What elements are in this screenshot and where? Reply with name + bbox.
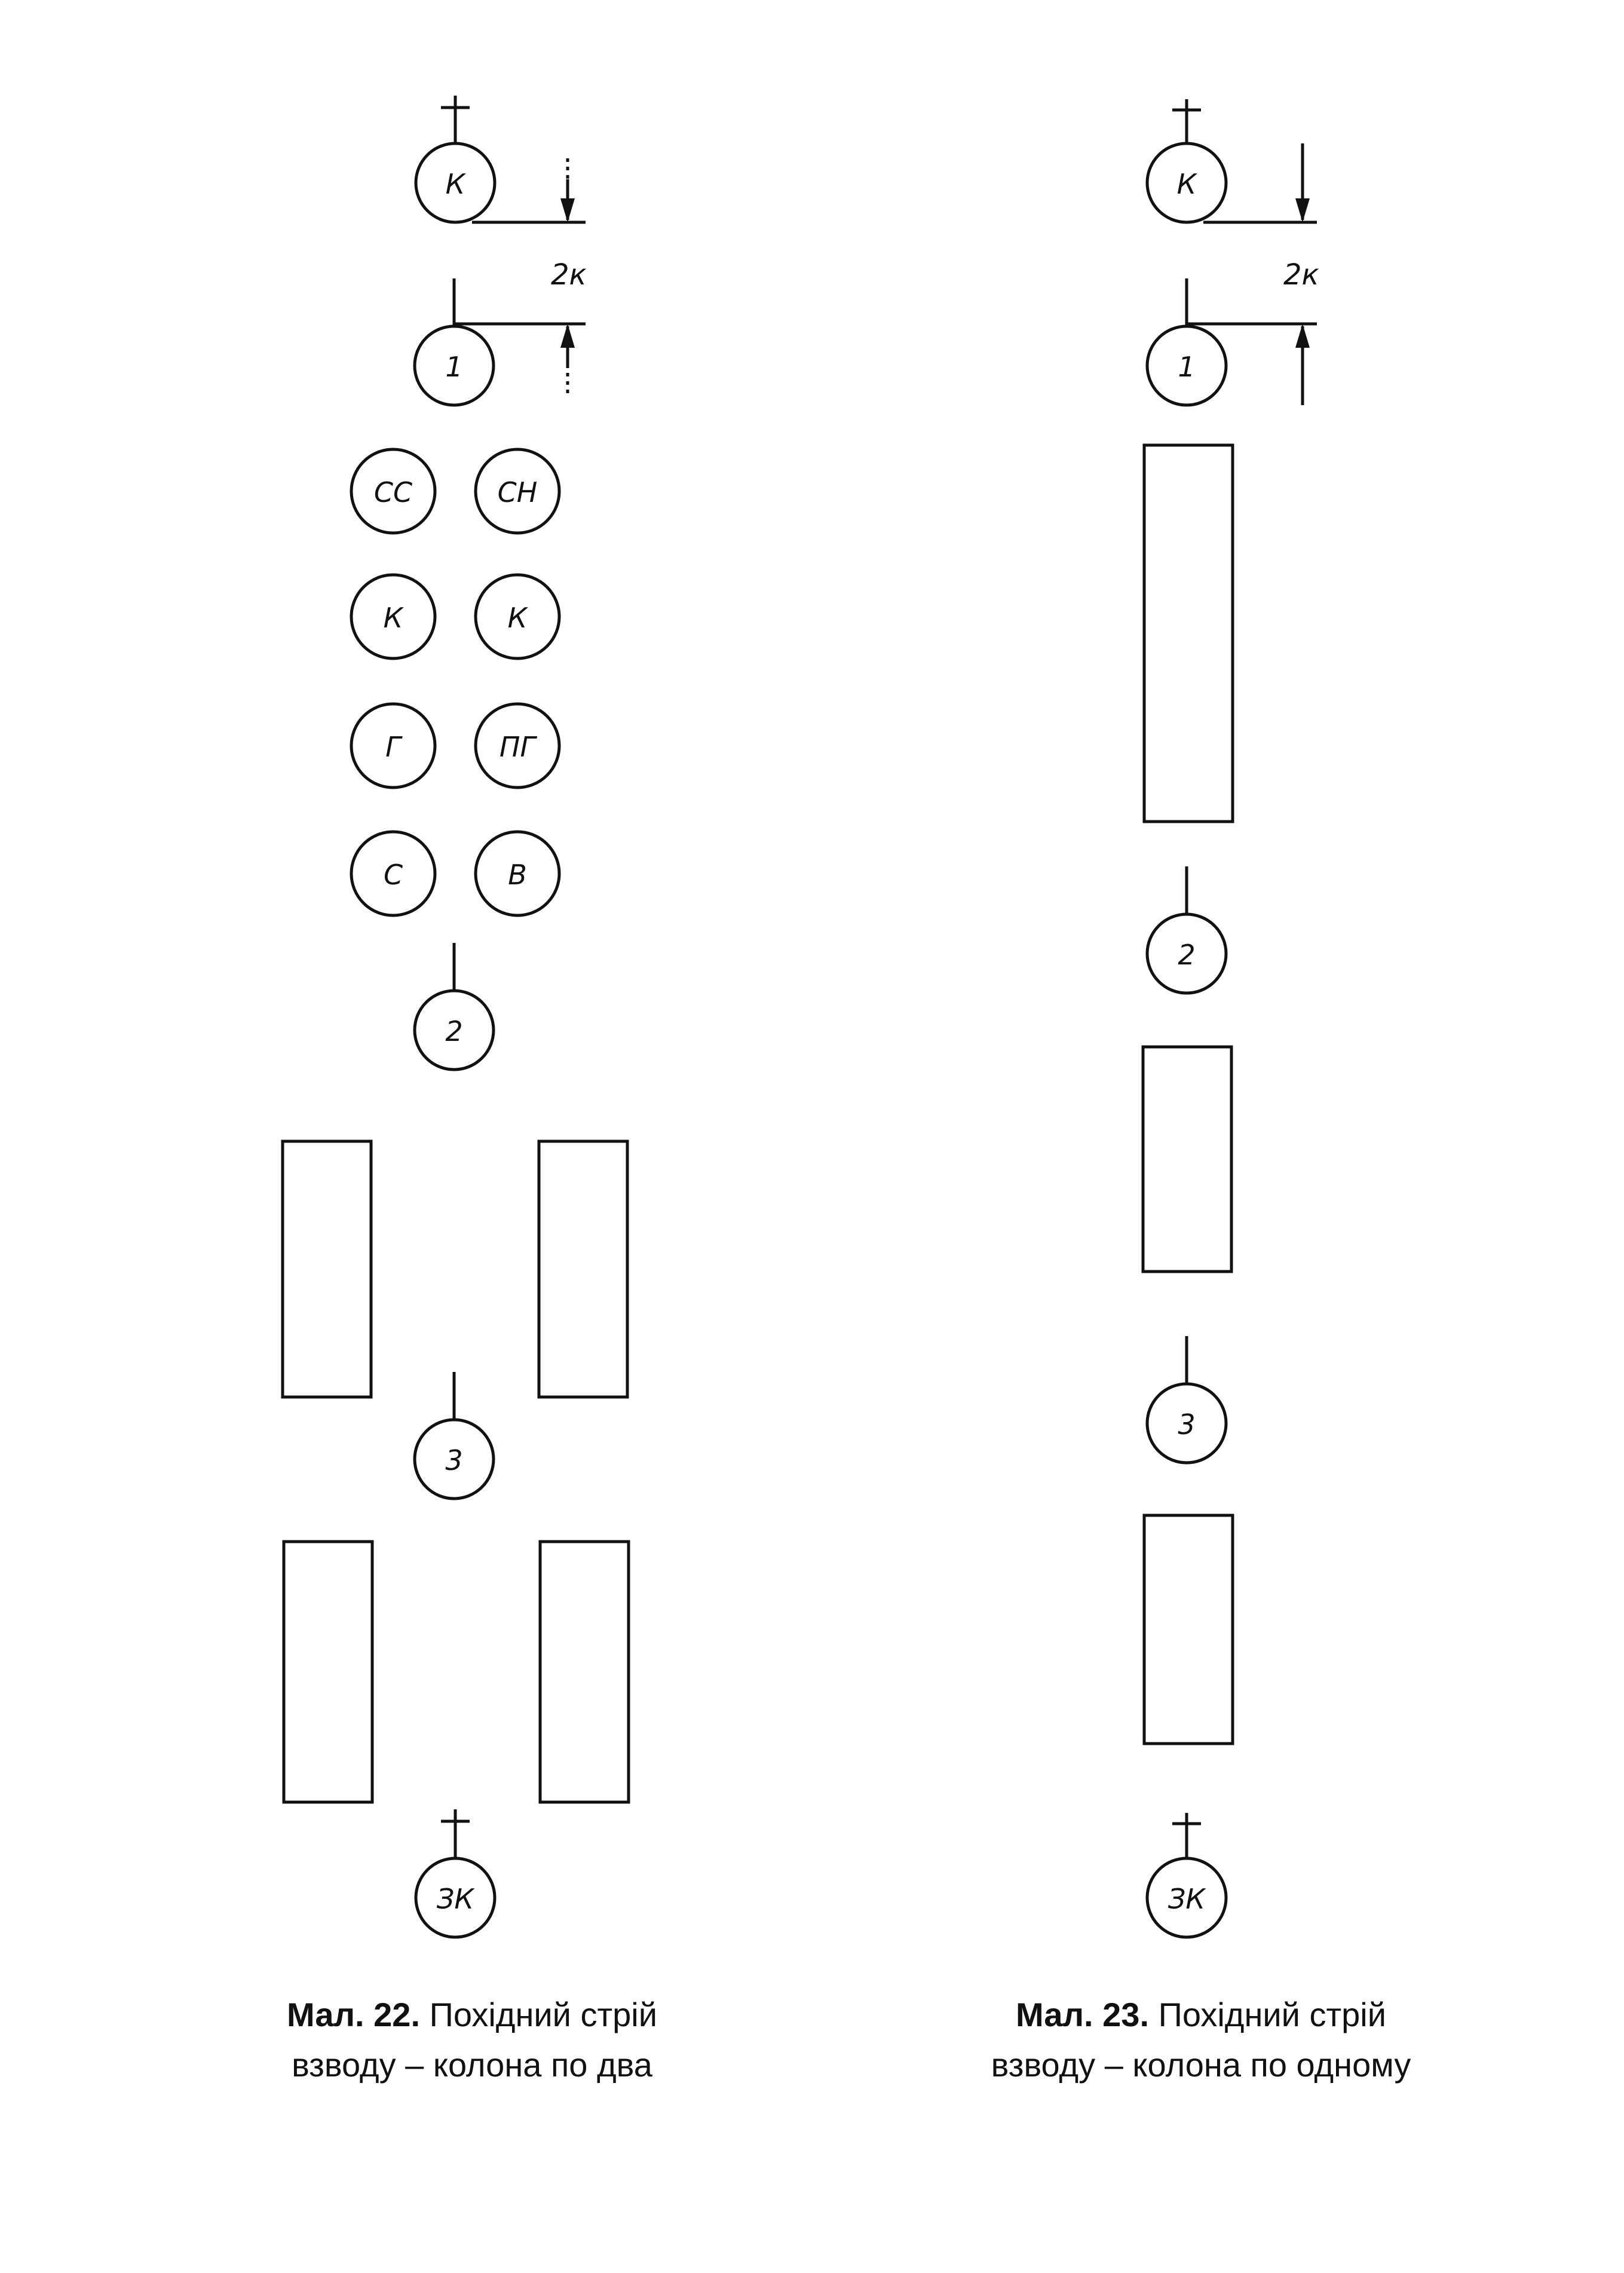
soldier-label: К [384, 602, 405, 634]
right-squad3-column [1142, 1514, 1234, 1745]
right-squad1-label: 1 [1178, 351, 1195, 383]
right-squad2-leader-symbol: 2 [1145, 866, 1228, 995]
left-caption-number: Мал. 22. [286, 1996, 420, 2033]
left-soldier-pairs: СС СН К К Г ПГ С В [350, 448, 561, 917]
left-squad3-column-right [538, 1540, 630, 1804]
soldier-label: СС [374, 476, 412, 508]
right-caption-number: Мал. 23. [1015, 1996, 1149, 2033]
left-squad3-column-left [282, 1540, 374, 1804]
left-caption-title: Похідний стрій [429, 1996, 658, 2033]
left-figure-caption: Мал. 22. Похідний стрій взводу – колона … [155, 1990, 789, 2090]
right-formation-diagram: К 2к 1 2 [1141, 99, 1319, 1939]
soldier-label: Г [385, 731, 403, 763]
right-distance-marker: 2к [1283, 143, 1319, 405]
right-squad1-leader-symbol: 1 [1145, 278, 1317, 407]
left-deputy-commander-symbol: ЗК [414, 1809, 497, 1939]
soldier-circle [474, 573, 561, 660]
soldier-label: К [508, 602, 529, 634]
left-formation-diagram: К 2к 1 СС [281, 96, 630, 1939]
right-distance-label: 2к [1283, 258, 1319, 292]
right-caption-title: Похідний стрій [1158, 1996, 1387, 2033]
right-deputy-label: ЗК [1168, 1883, 1206, 1915]
left-distance-label: 2к [551, 258, 587, 292]
right-commander-symbol: К [1145, 99, 1317, 224]
left-squad1-label: 1 [445, 351, 462, 383]
left-commander-label: К [446, 168, 467, 200]
left-commander-symbol: К [414, 96, 586, 224]
soldier-circle [350, 830, 437, 917]
left-squad3-leader-symbol: 3 [413, 1372, 495, 1500]
right-commander-label: К [1177, 168, 1198, 200]
right-caption-line1: Мал. 23. Похідний стрій [884, 1990, 1518, 2040]
left-distance-marker: 2к [551, 158, 587, 394]
left-squad2-leader-symbol: 2 [413, 943, 495, 1071]
left-caption-line2: взводу – колона по два [292, 2046, 652, 2084]
left-squad1-leader-symbol: 1 [413, 278, 586, 407]
left-deputy-label: ЗК [437, 1883, 475, 1915]
left-caption-line1: Мал. 22. Похідний стрій [155, 1990, 789, 2040]
right-squad2-label: 2 [1178, 939, 1195, 971]
soldier-label: СН [498, 476, 538, 508]
left-squad2-label: 2 [445, 1015, 462, 1047]
soldier-label: В [508, 859, 527, 891]
right-squad1-column [1142, 443, 1234, 823]
soldier-circle [350, 573, 437, 660]
right-squad3-leader-symbol: 3 [1145, 1336, 1228, 1465]
soldier-label: ПГ [500, 731, 538, 763]
right-figure-caption: Мал. 23. Похідний стрій взводу – колона … [884, 1990, 1518, 2090]
right-caption-line2: взводу – колона по одному [991, 2046, 1411, 2084]
soldier-circle [350, 448, 437, 535]
right-squad2-column [1141, 1045, 1233, 1273]
right-deputy-commander-symbol: ЗК [1145, 1813, 1228, 1939]
left-squad2-column-left [281, 1139, 373, 1399]
left-squad3-label: 3 [445, 1444, 462, 1476]
soldier-circle [350, 702, 437, 789]
soldier-label: С [384, 859, 403, 891]
left-squad2-column-right [537, 1139, 629, 1399]
soldier-circle [474, 702, 561, 789]
soldier-circle [474, 448, 561, 535]
right-squad3-label: 3 [1178, 1408, 1195, 1441]
soldier-circle [474, 830, 561, 917]
